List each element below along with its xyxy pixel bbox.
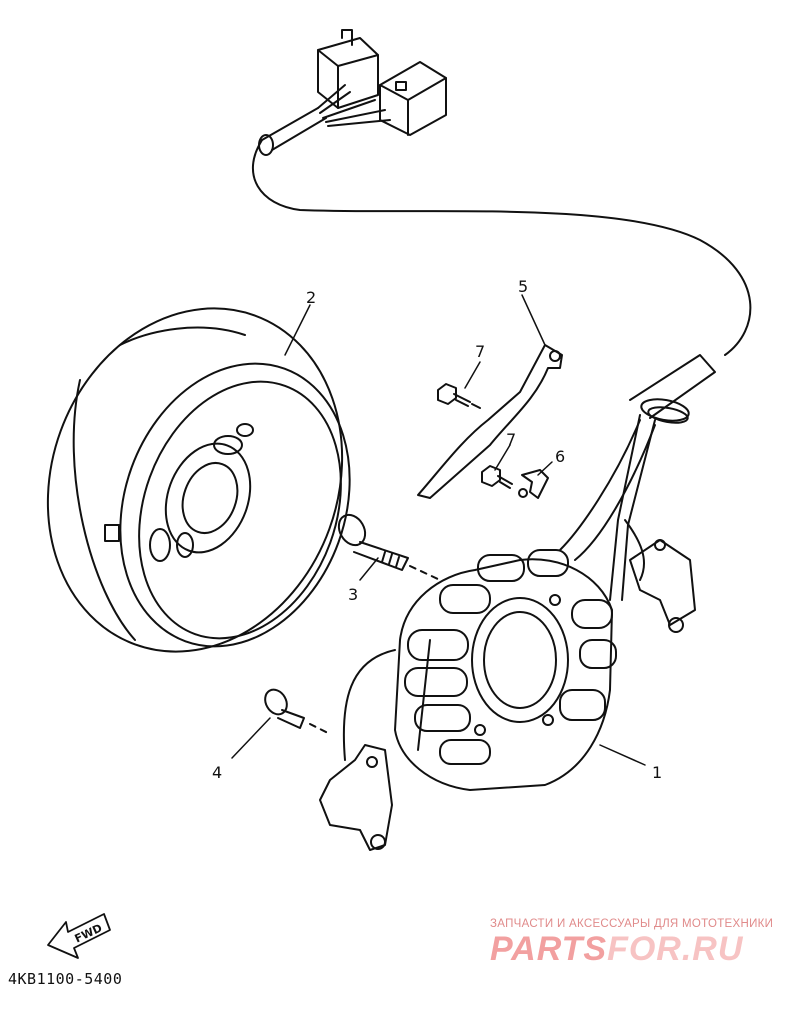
diagram-code: 4KB1100-5400 <box>8 970 123 988</box>
wire-harness <box>251 29 752 356</box>
pickup-coil-left <box>319 649 396 851</box>
watermark-tagline: ЗАПЧАСТИ И АКСЕССУАРЫ ДЛЯ МОТОТЕХНИКИ <box>490 918 774 930</box>
watermark-brand: PARTSFOR.RU <box>490 930 743 969</box>
screw-4 <box>264 688 331 735</box>
pickup-coil-right <box>624 519 696 633</box>
callout-7-lower: 7 <box>506 430 516 449</box>
callout-2: 2 <box>306 288 316 307</box>
watermark-brand-part2: FOR.RU <box>607 930 744 968</box>
leader-lines <box>231 294 646 766</box>
stator <box>394 549 617 791</box>
callout-6: 6 <box>555 447 565 466</box>
watermark-brand-part1: PARTS <box>490 930 608 968</box>
callout-5: 5 <box>518 277 528 296</box>
fwd-arrow-icon <box>47 913 111 959</box>
bolt-3 <box>337 513 441 581</box>
fwd-label: FWD <box>73 921 105 945</box>
callout-7-upper: 7 <box>475 342 485 361</box>
screw-7-lower <box>481 465 513 489</box>
lead-plate-5 <box>417 344 563 499</box>
stator-lead <box>559 354 716 601</box>
rotor-flywheel <box>46 307 351 653</box>
callout-4: 4 <box>212 763 222 782</box>
callout-3: 3 <box>348 585 358 604</box>
callout-1: 1 <box>652 763 662 782</box>
clamp-6 <box>518 469 549 499</box>
screw-7-upper <box>437 383 481 409</box>
